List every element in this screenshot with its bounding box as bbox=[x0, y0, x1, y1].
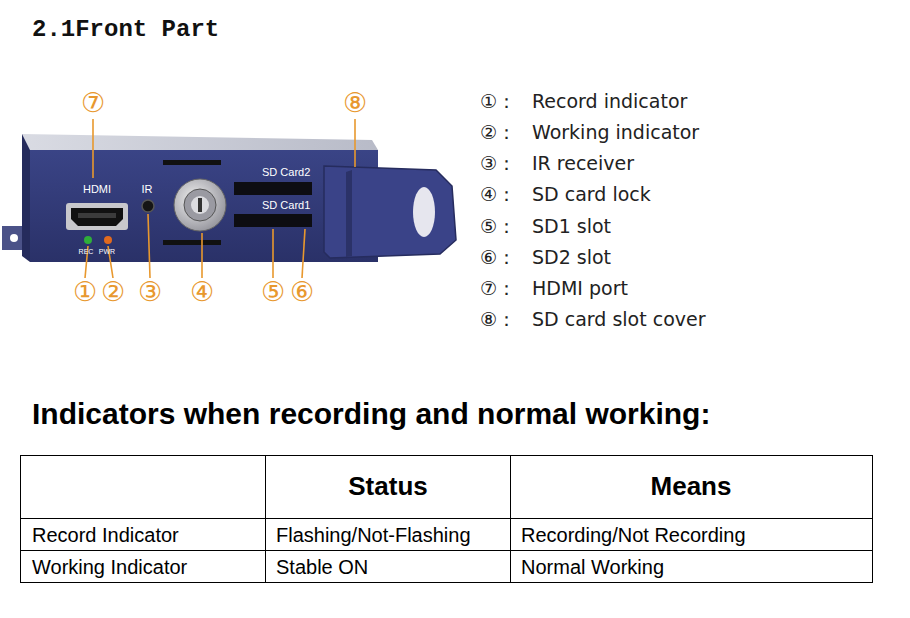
device-label: HDMI bbox=[83, 183, 111, 196]
list-item: SD2 slot bbox=[532, 247, 611, 269]
leader-line bbox=[201, 233, 203, 278]
table-cell: Working Indicator bbox=[32, 556, 187, 579]
list-item: SD card lock bbox=[532, 184, 651, 206]
list-number: ②： bbox=[480, 122, 516, 144]
flange-hole bbox=[10, 234, 18, 242]
device-label: SD Card2 bbox=[262, 166, 310, 179]
small-slot bbox=[163, 160, 221, 165]
leader-line bbox=[302, 229, 305, 278]
leader-line bbox=[148, 214, 150, 278]
leader-lines bbox=[85, 119, 355, 278]
table-grid bbox=[20, 455, 873, 583]
list-number: ③： bbox=[480, 153, 516, 175]
list-item: IR receiver bbox=[532, 153, 634, 175]
hdmi-port bbox=[66, 203, 128, 230]
table-cell: Normal Working bbox=[521, 556, 664, 579]
list-number: ⑤： bbox=[480, 216, 516, 238]
table-rule bbox=[265, 455, 266, 583]
key-slot bbox=[198, 198, 202, 212]
hdmi-pins bbox=[78, 213, 116, 218]
device-label: SD Card1 bbox=[262, 199, 310, 212]
sd2-slot bbox=[234, 182, 312, 195]
leader-line bbox=[272, 229, 274, 278]
record-led bbox=[84, 236, 92, 244]
cover-hinge bbox=[346, 170, 352, 257]
list-number: ⑥： bbox=[480, 247, 516, 269]
list-number: ⑦： bbox=[480, 278, 516, 300]
callout-number: ⑤ bbox=[261, 276, 285, 307]
cover-hole bbox=[413, 187, 435, 237]
leader-line bbox=[92, 119, 94, 178]
table-rule bbox=[510, 455, 511, 583]
list-number: ①： bbox=[480, 91, 516, 113]
table-cell: Record Indicator bbox=[32, 524, 179, 547]
list-number: ⑧： bbox=[480, 309, 516, 331]
table-rule bbox=[20, 518, 873, 519]
table-cell: Stable ON bbox=[276, 556, 368, 579]
table-header: Means bbox=[651, 472, 732, 502]
sd1-slot bbox=[234, 214, 312, 227]
leader-line bbox=[354, 119, 356, 167]
list-item: SD card slot cover bbox=[532, 309, 706, 331]
table-border bbox=[21, 456, 873, 583]
list-item: Record indicator bbox=[532, 91, 687, 113]
device-tiny: PWR bbox=[99, 248, 115, 256]
hdmi-socket bbox=[71, 208, 123, 226]
table-rule bbox=[20, 550, 873, 551]
callout-number: ④ bbox=[190, 276, 214, 307]
lock-ring bbox=[184, 189, 216, 221]
power-led bbox=[104, 236, 112, 244]
section-heading: Indicators when recording and normal wor… bbox=[32, 397, 710, 432]
table-cell: Flashing/Not-Flashing bbox=[276, 524, 471, 547]
list-item: SD1 slot bbox=[532, 216, 611, 238]
table-header: Status bbox=[348, 472, 427, 502]
top-face bbox=[22, 134, 378, 150]
side-face bbox=[22, 134, 30, 262]
sd-card-lock bbox=[174, 179, 226, 231]
callout-number: ⑧ bbox=[343, 87, 367, 118]
list-number: ④： bbox=[480, 184, 516, 206]
callout-number: ⑥ bbox=[290, 276, 314, 307]
lock-core bbox=[191, 196, 209, 214]
table-cell: Recording/Not Recording bbox=[521, 524, 746, 547]
callout-number: ⑦ bbox=[81, 87, 105, 118]
list-item: HDMI port bbox=[532, 278, 628, 300]
sd-slot-cover bbox=[324, 166, 456, 258]
page-title: 2.1Front Part bbox=[32, 16, 219, 44]
callout-number: ① bbox=[73, 276, 97, 307]
device-label: IR bbox=[142, 183, 153, 196]
ir-receiver bbox=[142, 200, 154, 212]
list-item: Working indicator bbox=[532, 122, 699, 144]
callout-number: ③ bbox=[138, 276, 162, 307]
callout-number: ② bbox=[101, 276, 125, 307]
small-slot bbox=[163, 240, 221, 245]
device-tiny: REC bbox=[79, 248, 94, 256]
